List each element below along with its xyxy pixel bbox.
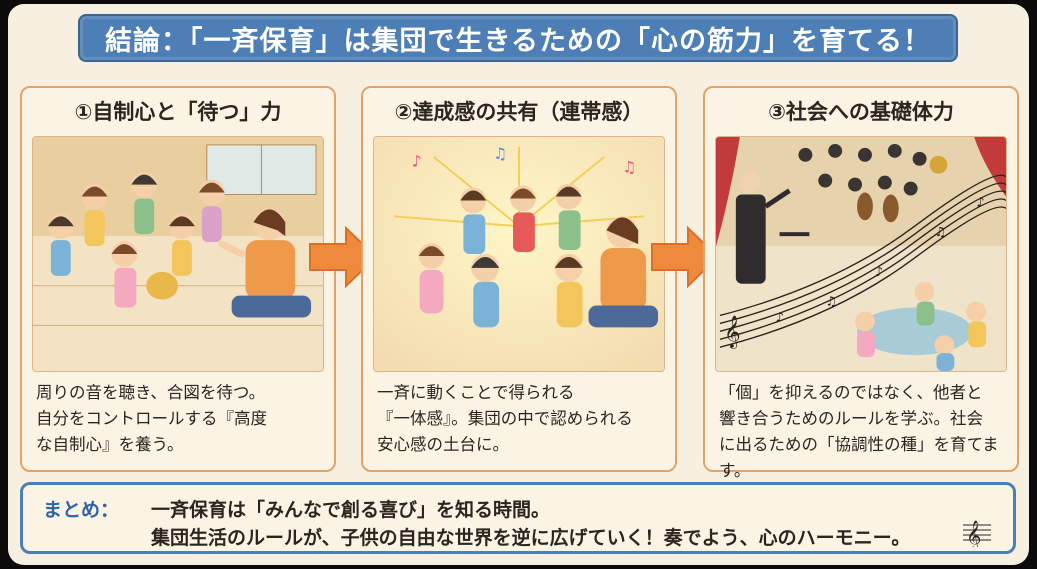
panel-heading: ②達成感の共有（連帯感） xyxy=(394,100,644,124)
children-waiting-for-cue-illustration xyxy=(32,136,324,372)
panel-heading: ③社会への基礎体力 xyxy=(768,100,954,124)
svg-text:♪: ♪ xyxy=(776,310,784,325)
panel-heading: ①自制心と「待つ」力 xyxy=(74,100,282,124)
panel-description: 一斉に動くことで得られる 『一体感』。集団の中で認められる 安心感の土台に。 xyxy=(377,383,633,454)
summary-line-1: 一斉保育は「みんなで創る喜び」を知る時間。 xyxy=(151,499,551,521)
title-banner: 結論：「一斉保育」は集団で生きるための「心の筋力」を育てる！ xyxy=(78,14,958,62)
panel-description: 周りの音を聴き、合図を待つ。 自分をコントロールする『高度 な自制心』を養う。 xyxy=(36,383,267,454)
panel-shared-achievement: ②達成感の共有（連帯感） ♪ ♫ ♫ xyxy=(361,86,677,472)
svg-text:♫: ♫ xyxy=(622,158,636,177)
svg-text:♫: ♫ xyxy=(934,225,946,240)
svg-text:𝄞: 𝄞 xyxy=(724,315,740,349)
children-celebrating-together-illustration: ♪ ♫ ♫ xyxy=(373,136,665,372)
panel-social-foundation: ③社会への基礎体力 xyxy=(703,86,1019,480)
summary-line-2: 集団生活のルールが、子供の自由な世界を逆に広げていく！奏でよう、心のハーモニー。 xyxy=(151,527,911,549)
page-title: 結論：「一斉保育」は集団で生きるための「心の筋力」を育てる！ xyxy=(105,25,931,57)
svg-text:𝄞: 𝄞 xyxy=(966,520,981,547)
svg-text:♫: ♫ xyxy=(493,144,507,163)
summary-box: まとめ： 一斉保育は「みんなで創る喜び」を知る時間。 集団生活のルールが、子供の… xyxy=(20,482,1016,554)
summary-label: まとめ： xyxy=(43,499,120,521)
infographic-sheet: 結論：「一斉保育」は集団で生きるための「心の筋力」を育てる！ ①自制心と「待つ」… xyxy=(8,4,1029,565)
svg-text:♪: ♪ xyxy=(976,195,984,210)
svg-text:♪: ♪ xyxy=(875,265,883,280)
treble-clef-icon: 𝄞 xyxy=(963,520,991,547)
svg-text:♫: ♫ xyxy=(825,295,837,310)
panel-description: 「個」を抑えるのではなく、他者と 響き合うためのルールを学ぶ。社会 に出るための… xyxy=(719,383,999,480)
orchestra-and-children-illustration: 𝄞 ♪ ♫ ♪ ♫ ♪ xyxy=(715,136,1007,372)
svg-text:♪: ♪ xyxy=(412,152,422,171)
panel-self-control: ①自制心と「待つ」力 xyxy=(20,86,336,472)
